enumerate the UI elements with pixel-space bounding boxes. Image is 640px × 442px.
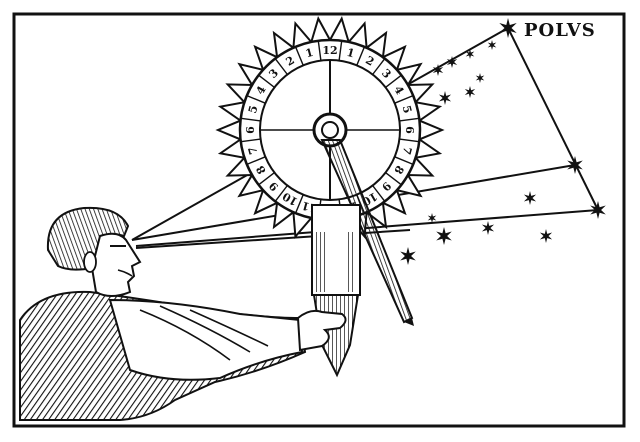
star-icon <box>400 247 416 265</box>
observer-figure <box>19 206 347 421</box>
star-icon <box>465 49 475 59</box>
star-icon <box>523 191 537 205</box>
star-icon <box>446 56 458 68</box>
dial-numeral: 5 <box>246 104 261 115</box>
dial-numeral: 7 <box>400 145 415 156</box>
star-icon <box>487 40 497 50</box>
dial-numeral: 1 <box>304 46 315 61</box>
star-icon <box>567 156 583 174</box>
star-icon <box>475 73 485 83</box>
dial-numeral: 12 <box>322 44 337 57</box>
star-icon <box>539 229 553 243</box>
caption-polus: POLVS <box>524 20 596 41</box>
pointer-arm <box>320 139 414 326</box>
dial-numeral: 7 <box>246 145 261 156</box>
star-icon <box>464 86 476 98</box>
star-field <box>400 18 606 265</box>
dial-numeral: 5 <box>400 104 415 115</box>
star-icon <box>590 201 606 219</box>
star-icon <box>432 64 444 76</box>
star-icon <box>438 91 452 105</box>
star-icon <box>427 213 437 223</box>
dial-numeral: 6 <box>403 126 416 134</box>
dial-numeral: 1 <box>345 46 356 61</box>
star-icon <box>499 18 517 38</box>
nocturnal-dial: 121234567891011121110987654321 <box>215 16 445 244</box>
dial-numeral: 6 <box>244 126 257 134</box>
star-icon <box>481 221 495 235</box>
instrument-handle <box>311 204 361 378</box>
star-icon <box>436 227 452 245</box>
